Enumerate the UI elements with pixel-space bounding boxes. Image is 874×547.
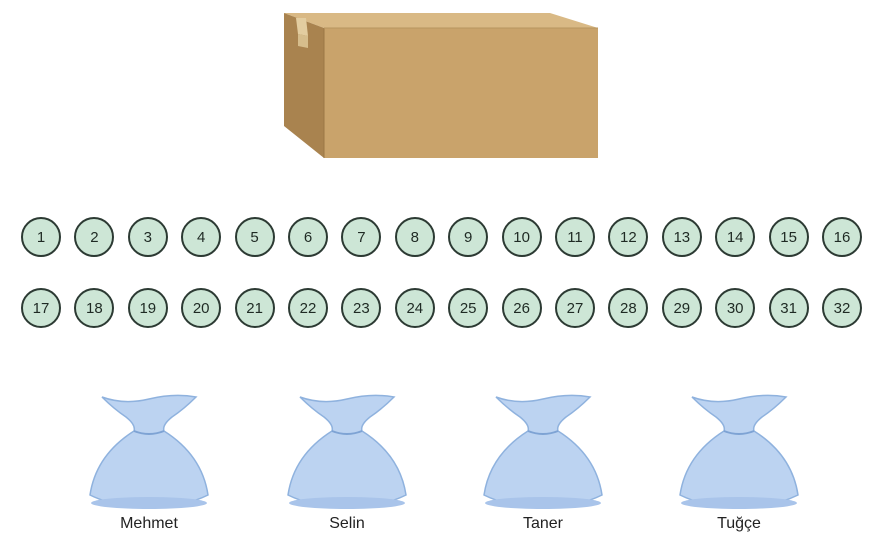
bag-label: Mehmet xyxy=(120,515,178,532)
ball-32: 32 xyxy=(822,288,862,328)
ball-12: 12 xyxy=(608,217,649,257)
ball-11: 11 xyxy=(555,217,595,257)
ball-25: 25 xyxy=(448,288,489,328)
ball-13: 13 xyxy=(661,217,702,257)
bag-label: Tuğçe xyxy=(717,515,761,532)
ball-23: 23 xyxy=(341,288,382,328)
ball-2: 2 xyxy=(74,217,115,257)
ball-7: 7 xyxy=(341,217,382,257)
ball-17: 17 xyxy=(21,288,61,328)
cardboard-box-icon xyxy=(284,13,598,158)
bag-tugce: Tuğçe xyxy=(674,391,804,547)
bag-icon xyxy=(89,394,209,509)
bag-label: Selin xyxy=(329,515,365,532)
ball-26: 26 xyxy=(501,288,542,328)
ball-10: 10 xyxy=(501,217,542,257)
bag-selin: Selin xyxy=(282,391,412,547)
ball-5: 5 xyxy=(234,217,275,257)
bag-icon xyxy=(287,394,407,509)
ball-6: 6 xyxy=(288,217,328,257)
ball-9: 9 xyxy=(448,217,489,257)
bag-icon xyxy=(483,394,603,509)
ball-14: 14 xyxy=(715,217,756,257)
bag-mehmet: Mehmet xyxy=(84,391,214,547)
bag-taner: Taner xyxy=(478,391,608,547)
ball-16: 16 xyxy=(822,217,862,257)
ball-8: 8 xyxy=(394,217,435,257)
ball-18: 18 xyxy=(74,288,115,328)
ball-20: 20 xyxy=(181,288,222,328)
ball-30: 30 xyxy=(715,288,756,328)
ball-15: 15 xyxy=(768,217,809,257)
ball-4: 4 xyxy=(181,217,222,257)
ball-1: 1 xyxy=(21,217,61,257)
cardboard-box xyxy=(278,8,604,160)
ball-27: 27 xyxy=(555,288,595,328)
ball-28: 28 xyxy=(608,288,649,328)
ball-19: 19 xyxy=(127,288,168,328)
bag-label: Taner xyxy=(522,515,564,532)
ball-24: 24 xyxy=(394,288,435,328)
ball-3: 3 xyxy=(127,217,168,257)
ball-29: 29 xyxy=(661,288,702,328)
ball-22: 22 xyxy=(288,288,328,328)
ball-21: 21 xyxy=(234,288,275,328)
bag-icon xyxy=(679,394,799,509)
ball-31: 31 xyxy=(768,288,809,328)
